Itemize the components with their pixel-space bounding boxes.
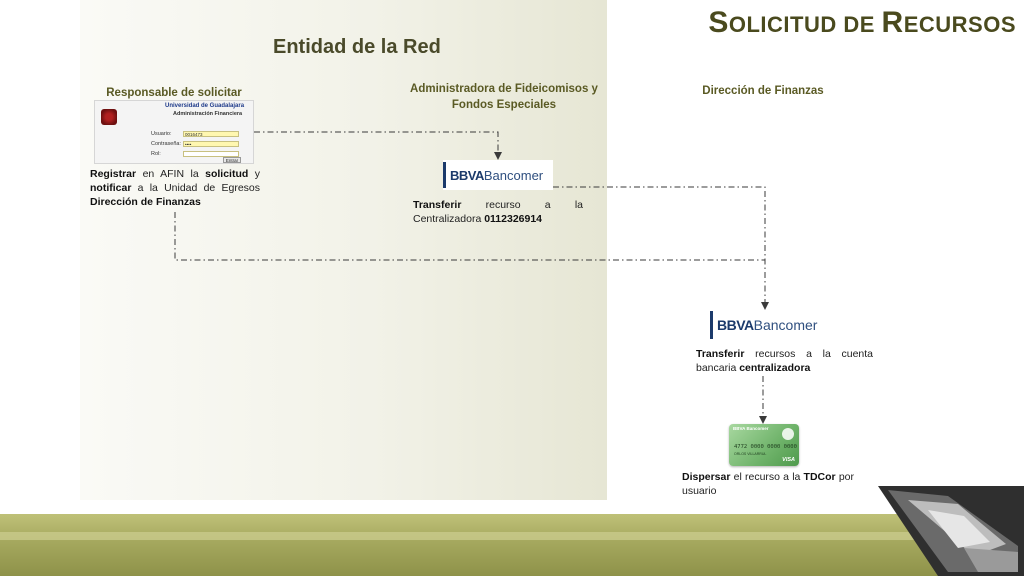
login-password-field: ••••: [183, 141, 239, 147]
connector-registrar-to-finanzas: [174, 212, 765, 261]
step-transferir-cuenta-text: Transferir recursos a la cuenta bancaria…: [696, 348, 873, 374]
card-emblem-icon: [782, 428, 794, 440]
entity-heading: Entidad de la Red: [273, 36, 441, 58]
step-transferir-centralizadora-text: Transferir recurso a la Centralizadora 0…: [413, 199, 583, 225]
footer-stripe: [0, 532, 1024, 540]
login-user-field: 0016473: [183, 131, 239, 137]
login-role-label: Rol:: [151, 151, 161, 157]
login-subtitle: Administración Financiera: [173, 111, 243, 117]
login-user-label: Usuario:: [151, 131, 172, 137]
bbva-bar-icon: [443, 162, 446, 188]
afin-login-screenshot: Universidad de Guadalajara Administració…: [94, 100, 254, 164]
step-dispersar-text: Dispersar el recurso a la TDCor por usua…: [682, 471, 854, 497]
login-enter-button: Entrar: [223, 157, 241, 163]
tdc-card-image: BBVA Bancomer 4772 0000 0000 0000 ORLOS …: [729, 424, 799, 466]
footer-photo: [878, 486, 1024, 576]
entity-panel: [80, 0, 607, 500]
column-heading-direccion: Dirección de Finanzas: [702, 85, 824, 97]
login-university: Universidad de Guadalajara: [165, 103, 245, 109]
bbva-bancomer-logo: BBVA Bancomer: [443, 160, 553, 190]
university-crest-icon: [101, 109, 117, 125]
step-registrar-text: Registrar en AFIN la solicitud y notific…: [90, 168, 261, 208]
connector-bbva-to-finanzas: [553, 186, 769, 310]
bbva-bancomer-logo-finanzas: BBVA Bancomer: [710, 310, 828, 340]
login-password-label: Contraseña:: [151, 141, 181, 147]
column-heading-administradora: Administradora de Fideicomisos y Fondos …: [410, 83, 598, 111]
bbva-bar-icon: [710, 311, 713, 339]
footer-band: [0, 514, 1024, 576]
slide-title: SOLICITUD DE RECURSOS: [708, 6, 1016, 39]
connector-login-to-administradora: [254, 131, 502, 160]
login-role-field: [183, 151, 239, 157]
